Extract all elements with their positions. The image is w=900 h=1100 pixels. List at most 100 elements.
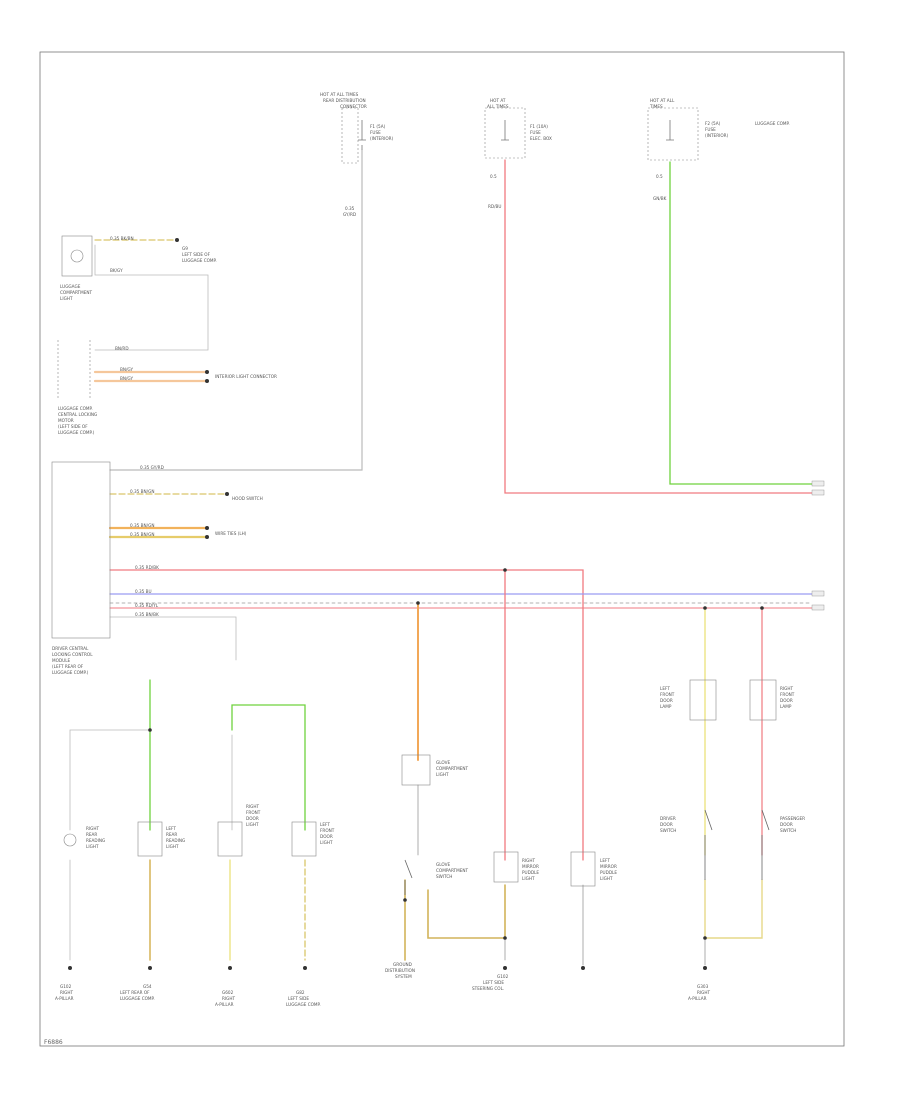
lamp-2-caption-3: READING [166, 838, 185, 843]
fuse-c-wire-gauge: 0.5 [656, 174, 663, 179]
lamp-6-caption-3: PUDDLE [522, 870, 539, 875]
switch-passenger-caption-1: PASSENGER [780, 816, 805, 821]
fuse-a: HOT AT ALL TIMES REAR DISTRIBUTION CONNE… [320, 92, 394, 217]
lamp-2-caption-4: LIGHT [166, 844, 179, 849]
diagram-frame [39, 51, 845, 1047]
lamp-3-caption-3: DOOR [246, 816, 259, 821]
ground-3-line2: RIGHT [222, 996, 236, 1001]
wire-lamp-loop [94, 244, 209, 351]
luggage-lamp-caption-3: LIGHT [60, 296, 73, 301]
ground-4-line3: LUGGAGE COMP. [286, 1002, 321, 1007]
luggage-lamp-ground-2: LEFT SIDE OF [182, 252, 211, 257]
switch-caption-4: (LEFT SIDE OF [58, 424, 88, 429]
lamp-9-caption-4: LAMP [780, 704, 792, 709]
ground-6-line3: STEERING COL. [472, 986, 504, 991]
switch-caption-2: CENTRAL LOCKING [58, 412, 97, 417]
lamp-4-caption-3: DOOR [320, 834, 333, 839]
fuse-c-label-3: (INTERIOR) [705, 133, 729, 138]
lamp-1-caption-2: REAR [86, 832, 97, 837]
lamp-3-caption-4: LIGHT [246, 822, 259, 827]
fuse-a-label-1: F1 (5A) [370, 124, 386, 129]
lamp-2-caption-1: LEFT [166, 826, 176, 831]
luggage-lamp-wire-1: 0.35 BK/BN [110, 236, 134, 241]
lamp-5-caption-1: GLOVE [436, 760, 451, 765]
lamp-7-caption-4: LIGHT [600, 876, 613, 881]
lamp-8-caption-3: DOOR [660, 698, 673, 703]
fuse-a-caption-line2: REAR DISTRIBUTION [323, 98, 366, 103]
lamp-captions: RIGHT REAR READING LIGHT LEFT REAR READI… [86, 686, 795, 881]
module-wire-3: 0.35 BN/GN [130, 523, 154, 528]
luggage-lamp-caption-2: COMPARTMENT [60, 290, 93, 295]
figure-code: F6886 [44, 1039, 63, 1046]
fuse-c-label-2: FUSE [705, 127, 716, 132]
wire-fuse-a-gray [109, 149, 363, 471]
fuse-b-label-3: ELEC. BOX [530, 136, 552, 141]
ground-4-line1: G82 [296, 990, 305, 995]
bottom-switches [404, 809, 770, 895]
switch-caption-1: LUGGAGE COMP. [58, 406, 93, 411]
module-caption-5: LUGGAGE COMP.) [52, 670, 89, 675]
central-locking-module: 0.35 GY/RD 0.35 BN/GN 0.35 BN/GN 0.35 BN… [51, 461, 263, 675]
lamp-6-caption-4: LIGHT [522, 876, 535, 881]
fuse-b-label-2: FUSE [530, 130, 541, 135]
lamp-1-caption-1: RIGHT [86, 826, 100, 831]
fuse-a-label-2: FUSE [370, 130, 381, 135]
switch-wire-1: BN/RD [115, 346, 129, 351]
luggage-lamp-wire-2: BK/GY [110, 268, 123, 273]
wire-fuse-c-green [669, 161, 813, 485]
lamp-glove-compartment [401, 754, 431, 786]
wire-green-lamp-4 [231, 704, 306, 831]
luggage-lamp: LUGGAGE COMPARTMENT LIGHT 0.35 BK/BN BK/… [60, 235, 217, 301]
switch-driver-door [704, 809, 713, 880]
lamp-8-caption-2: FRONT [660, 692, 675, 697]
luggage-lamp-ground-3: LUGGAGE COMP. [182, 258, 217, 263]
wire-gray-lamp-1 [69, 729, 151, 831]
lamp-9-caption-2: FRONT [780, 692, 795, 697]
lamp-right-mirror [493, 851, 519, 883]
lamp-left-mirror [570, 851, 596, 887]
ground-3-line3: A-PILLAR [215, 1002, 234, 1007]
luggage-lamp-ground-1: G9 [182, 246, 188, 251]
lamp-6-caption-2: MIRROR [522, 864, 539, 869]
lamp-left-front-door [291, 821, 317, 857]
module-caption-3: MODULE [52, 658, 71, 663]
ground-5-line1: GROUND [393, 962, 412, 967]
fuse-b: HOT AT ALL TIMES F1 (10A) FUSE ELEC. BOX… [484, 98, 552, 209]
ground-6-line1: G102 [497, 974, 509, 979]
wire-fuse-b-red [504, 159, 813, 494]
switch-wire-3: BN/GY [120, 376, 133, 381]
switch-passenger-door [761, 809, 770, 880]
switch-driver-caption-2: DOOR [660, 822, 673, 827]
fuse-b-wire-gauge: 0.5 [490, 174, 497, 179]
lamp-5-caption-3: LIGHT [436, 772, 449, 777]
fuse-a-caption-line1: HOT AT ALL TIMES [320, 92, 359, 97]
module-wire-6: 0.35 RD/BK [135, 565, 159, 570]
ground-6-line2: LEFT SIDE [483, 980, 504, 985]
switch-caption-5: LUGGAGE COMP.) [58, 430, 95, 435]
fuse-c: HOT AT ALL TIMES F2 (5A) FUSE (INTERIOR)… [647, 98, 790, 201]
lamp-4-caption-4: LIGHT [320, 840, 333, 845]
lamp-4-caption-1: LEFT [320, 822, 330, 827]
module-wire-7: 0.35 BU [135, 589, 152, 594]
ground-2-line3: LUGGAGE COMP. [120, 996, 155, 1001]
fuse-b-label-1: F1 (10A) [530, 124, 548, 129]
fuse-a-label-3: (INTERIOR) [370, 136, 394, 141]
module-wire-4: 0.35 BN/GN [130, 532, 154, 537]
switch-wire-2: BN/GY [120, 367, 133, 372]
lamp-6-caption-1: RIGHT [522, 858, 536, 863]
ground-4-line2: LEFT SIDE [288, 996, 309, 1001]
fuse-c-label-1: F2 (5A) [705, 121, 721, 126]
ground-5-line3: SYSTEM [395, 974, 412, 979]
module-wire-2: 0.35 BN/GN [130, 489, 154, 494]
switch-dest: INTERIOR LIGHT CONNECTOR [215, 374, 277, 379]
wire-module-red [109, 569, 584, 861]
wire-tan-glove-link [427, 884, 506, 939]
ground-2-line2: LEFT REAR OF [120, 990, 150, 995]
ground-5-line2: DISTRIBUTION [385, 968, 415, 973]
lamp-1-caption-3: READING [86, 838, 105, 843]
fuse-c-wire-color: GN/BK [653, 196, 667, 201]
switch-driver-caption-3: SWITCH [660, 828, 676, 833]
lamp-7-caption-3: PUDDLE [600, 870, 617, 875]
luggage-lamp-caption-1: LUGGAGE [60, 284, 81, 289]
